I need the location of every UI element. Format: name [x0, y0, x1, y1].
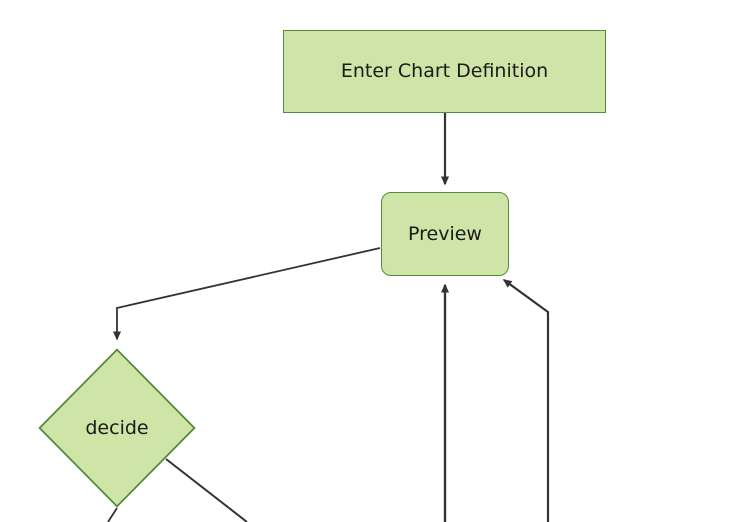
node-label-decide: decide	[85, 416, 149, 439]
diamond-shape-icon	[38, 348, 196, 508]
node-preview[interactable]: Preview	[381, 192, 509, 276]
edge-bottom-right-to-preview	[502, 279, 550, 522]
edge-decide-down-right	[165, 458, 248, 522]
node-label-enter-chart-definition: Enter Chart Definition	[340, 60, 549, 83]
edge-decide-down-left	[107, 507, 118, 522]
edge-preview-to-decide	[113, 247, 381, 341]
node-decide[interactable]: decide	[38, 348, 196, 508]
node-label-preview: Preview	[408, 222, 482, 245]
node-enter-chart-definition[interactable]: Enter Chart Definition	[283, 30, 606, 113]
